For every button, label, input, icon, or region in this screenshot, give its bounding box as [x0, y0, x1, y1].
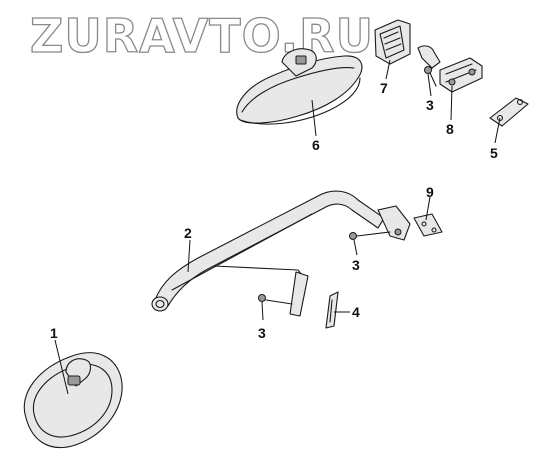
callout-1: 1 [50, 325, 58, 341]
part-1-mirror-lower [23, 352, 123, 448]
callout-3-lower: 3 [258, 325, 266, 341]
callout-6: 6 [312, 137, 320, 153]
callout-7: 7 [380, 80, 388, 96]
leader-lines [54, 59, 501, 395]
part-4-gasket [325, 291, 339, 329]
part-3-bolt-upper [424, 66, 437, 87]
part-3-bolt-lower [258, 294, 293, 305]
part-3-bolt-middle [349, 231, 391, 240]
callout-3-upper: 3 [426, 97, 434, 113]
part-5-gasket [489, 97, 529, 127]
callout-2: 2 [184, 225, 192, 241]
callout-4: 4 [352, 304, 360, 320]
part-8-arm [417, 45, 483, 93]
callout-3-middle: 3 [352, 257, 360, 273]
callout-9: 9 [426, 184, 434, 200]
part-2-support-tube [151, 190, 411, 317]
watermark-text: ZURAVTO.RU [30, 9, 374, 63]
part-6-mirror-upper [236, 48, 363, 125]
part-7-mount-bracket [374, 19, 411, 65]
callout-8: 8 [446, 121, 454, 137]
callout-5: 5 [490, 145, 498, 161]
part-9-bracket [413, 213, 443, 237]
